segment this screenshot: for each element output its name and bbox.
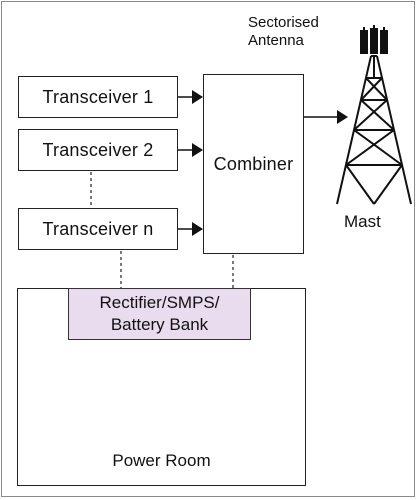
power-room-label: Power Room xyxy=(112,451,211,470)
rectifier-label-line2: Battery Bank xyxy=(110,315,209,334)
arrow-combiner-mast xyxy=(304,110,348,124)
rectifier-label-line1: Rectifier/SMPS/ xyxy=(99,293,220,312)
mast-label: Mast xyxy=(344,212,381,231)
arrow-tx2-combiner xyxy=(178,143,203,157)
transceiver-1-label: Transceiver 1 xyxy=(42,86,154,107)
transceiver-2-box: Transceiver 2 xyxy=(18,129,178,171)
antenna-label: Sectorised Antenna xyxy=(248,14,348,50)
rectifier-box: Rectifier/SMPS/ Battery Bank xyxy=(68,288,251,340)
arrow-tx1-combiner xyxy=(178,90,203,104)
transceiver-n-label: Transceiver n xyxy=(42,218,154,239)
antenna-label-line2: Antenna xyxy=(248,32,304,49)
arrow-txn-combiner xyxy=(178,222,203,236)
mast-tower-icon xyxy=(336,55,412,205)
sectorised-antenna-icon xyxy=(360,25,388,54)
combiner-box: Combiner xyxy=(203,74,304,254)
transceiver-2-label: Transceiver 2 xyxy=(42,139,154,160)
antenna-label-line1: Sectorised xyxy=(248,14,319,31)
transceiver-1-box: Transceiver 1 xyxy=(18,76,178,118)
transceiver-n-box: Transceiver n xyxy=(18,208,178,250)
combiner-label: Combiner xyxy=(213,153,294,174)
